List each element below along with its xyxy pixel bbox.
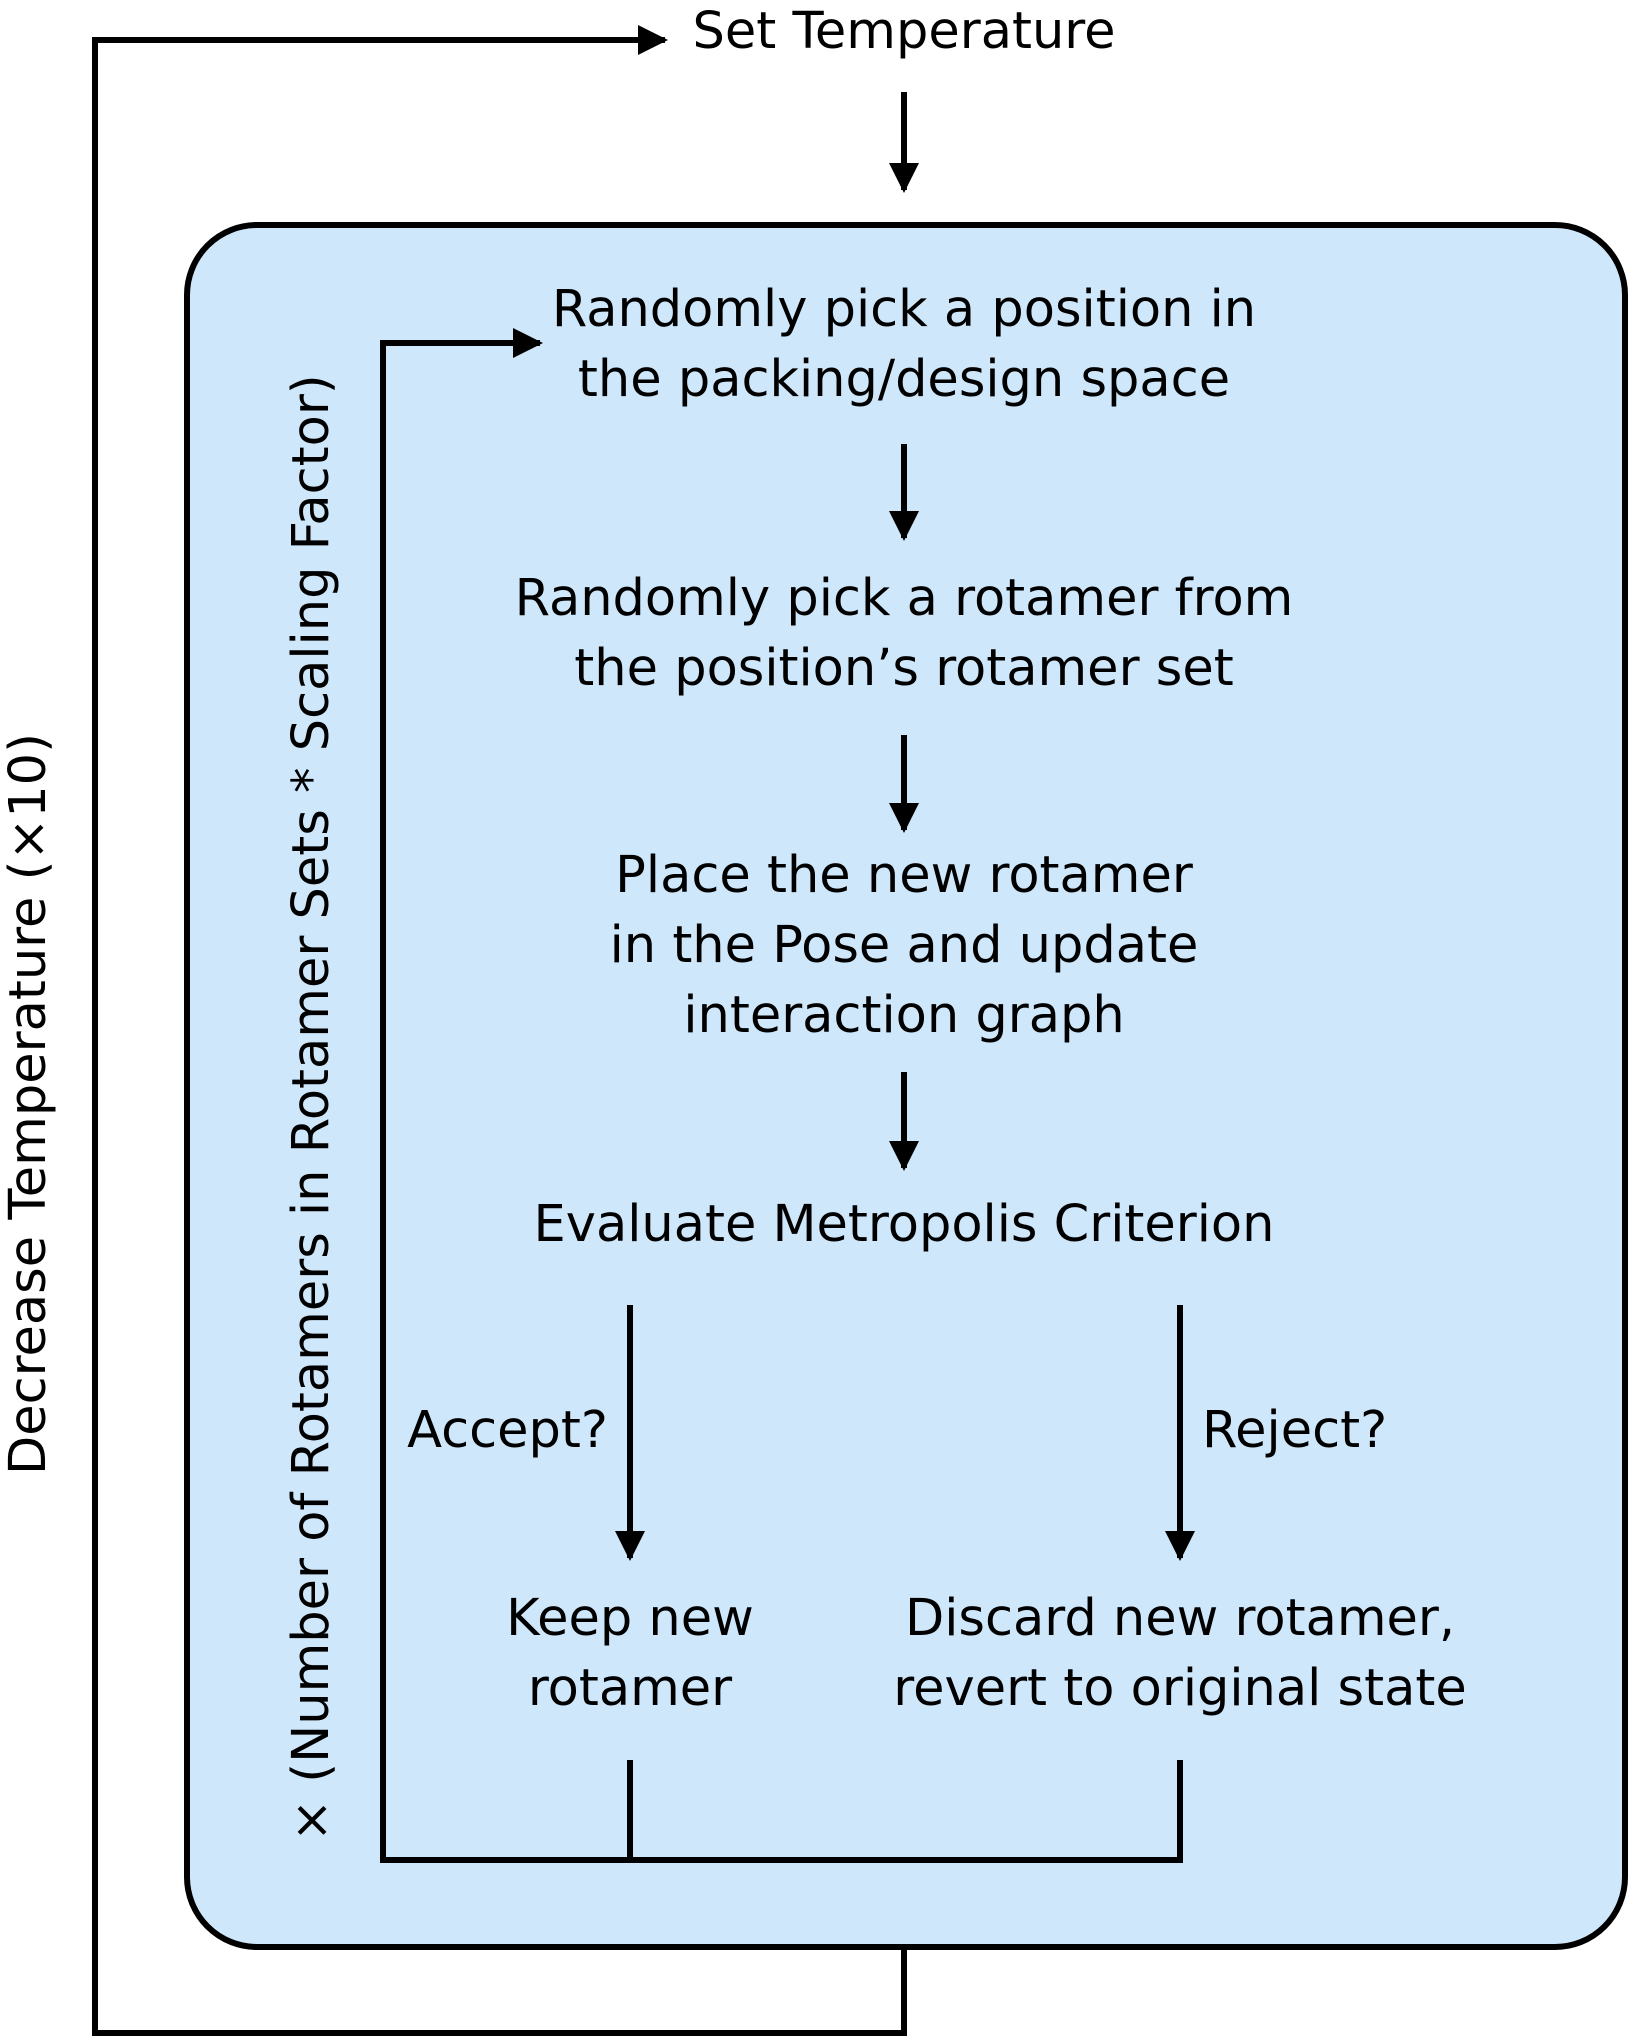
step-pick-position-line2: the packing/design space	[577, 350, 1231, 409]
step-place-rotamer: Place the new rotamer in the Pose and up…	[504, 841, 1304, 1051]
discard-rotamer-line2: revert to original state	[893, 1659, 1467, 1718]
set-temperature-label: Set Temperature	[692, 2, 1116, 61]
decrease-temperature-label: Decrease Temperature (×10)	[0, 732, 58, 1476]
accept-label: Accept?	[407, 1401, 608, 1460]
keep-rotamer-line1: Keep new	[506, 1589, 754, 1648]
step-pick-position-line1: Randomly pick a position in	[551, 280, 1257, 339]
step-evaluate-metropolis: Evaluate Metropolis Criterion	[533, 1195, 1275, 1254]
outer-loop-arrow	[92, 25, 907, 2036]
inner-loop-arrow	[380, 328, 1183, 1863]
keep-rotamer-box: Keep new rotamer	[430, 1584, 830, 1724]
discard-rotamer-line1: Discard new rotamer,	[904, 1589, 1456, 1648]
step-place-rotamer-line1: Place the new rotamer	[615, 846, 1193, 905]
discard-rotamer-box: Discard new rotamer, revert to original …	[880, 1584, 1480, 1724]
step-pick-rotamer: Randomly pick a rotamer from the positio…	[504, 564, 1304, 704]
step-pick-rotamer-line1: Randomly pick a rotamer from	[514, 569, 1294, 628]
step-place-rotamer-line3: interaction graph	[683, 986, 1125, 1045]
keep-rotamer-line2: rotamer	[527, 1659, 733, 1718]
inner-loop-count-label: × (Number of Rotamers in Rotamer Sets * …	[282, 374, 341, 1842]
step-pick-rotamer-line2: the position’s rotamer set	[574, 639, 1234, 698]
step-place-rotamer-line2: in the Pose and update	[609, 916, 1199, 975]
step-pick-position: Randomly pick a position in the packing/…	[504, 275, 1304, 415]
reject-label: Reject?	[1202, 1401, 1388, 1460]
